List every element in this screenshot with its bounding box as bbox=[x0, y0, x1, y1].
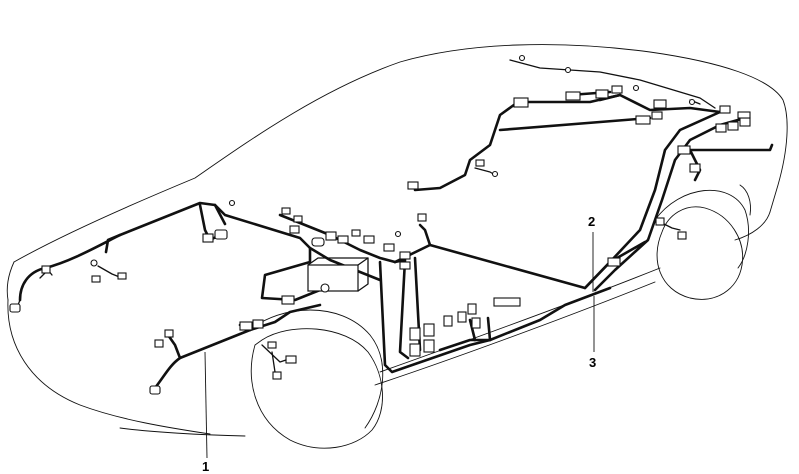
relay bbox=[467, 303, 477, 315]
connector bbox=[417, 213, 427, 222]
callout-3: 3 bbox=[589, 355, 597, 370]
connector bbox=[399, 251, 411, 260]
relay bbox=[409, 343, 421, 357]
connector bbox=[337, 235, 349, 244]
connector bbox=[475, 159, 485, 167]
connector bbox=[239, 321, 253, 331]
connector bbox=[715, 123, 727, 133]
cabin-harness bbox=[278, 213, 647, 374]
connector bbox=[202, 233, 214, 243]
connector bbox=[727, 121, 739, 131]
car-body-outline bbox=[6, 44, 788, 437]
connector bbox=[164, 329, 174, 338]
connector bbox=[272, 371, 282, 380]
connector bbox=[9, 303, 21, 313]
connector bbox=[491, 170, 499, 178]
control-module bbox=[307, 264, 359, 292]
connector bbox=[677, 145, 691, 155]
connector bbox=[214, 229, 228, 240]
connector bbox=[281, 207, 291, 215]
connector bbox=[518, 54, 526, 62]
connector bbox=[688, 98, 696, 106]
connector bbox=[149, 385, 161, 395]
connector bbox=[737, 111, 751, 119]
connector bbox=[351, 229, 361, 237]
connector bbox=[513, 97, 529, 108]
connector bbox=[407, 181, 419, 190]
connector bbox=[719, 105, 731, 114]
relay bbox=[423, 339, 435, 353]
callout-leaders bbox=[204, 232, 595, 459]
connector bbox=[635, 115, 651, 125]
leader-1 bbox=[204, 351, 208, 459]
callout-1: 1 bbox=[202, 459, 210, 474]
relay bbox=[423, 323, 435, 337]
connector bbox=[689, 163, 701, 173]
connector bbox=[611, 85, 623, 94]
connector bbox=[399, 261, 411, 270]
connector bbox=[289, 225, 300, 234]
connector bbox=[154, 339, 164, 348]
connector bbox=[252, 319, 264, 329]
connector bbox=[281, 295, 295, 305]
connector bbox=[655, 217, 665, 226]
connector bbox=[595, 89, 609, 99]
connector bbox=[651, 111, 663, 120]
connector bbox=[383, 243, 395, 252]
relay bbox=[471, 317, 481, 329]
connector bbox=[267, 341, 277, 349]
connector bbox=[91, 275, 101, 283]
connector bbox=[564, 66, 572, 74]
connector bbox=[293, 215, 303, 223]
connector bbox=[394, 230, 402, 238]
module-connector bbox=[320, 283, 330, 293]
connector bbox=[653, 99, 667, 109]
connector bbox=[565, 91, 581, 101]
relay bbox=[457, 311, 467, 323]
connector bbox=[677, 231, 687, 240]
connector bbox=[363, 235, 375, 244]
connector bbox=[285, 355, 297, 364]
connector bbox=[607, 257, 621, 267]
front-wheel bbox=[249, 309, 384, 449]
connector bbox=[632, 84, 640, 92]
connector-strip bbox=[493, 297, 521, 307]
connector bbox=[117, 272, 127, 280]
relay bbox=[409, 327, 421, 341]
connector bbox=[41, 265, 51, 274]
front-harness bbox=[17, 201, 382, 390]
connector bbox=[90, 259, 98, 267]
connector bbox=[739, 117, 751, 127]
relay bbox=[443, 315, 453, 327]
connector bbox=[325, 231, 337, 241]
rear-wheel bbox=[654, 189, 749, 300]
connector bbox=[228, 199, 236, 207]
connectors bbox=[9, 54, 751, 395]
callout-2: 2 bbox=[588, 214, 596, 229]
connector bbox=[311, 237, 325, 247]
